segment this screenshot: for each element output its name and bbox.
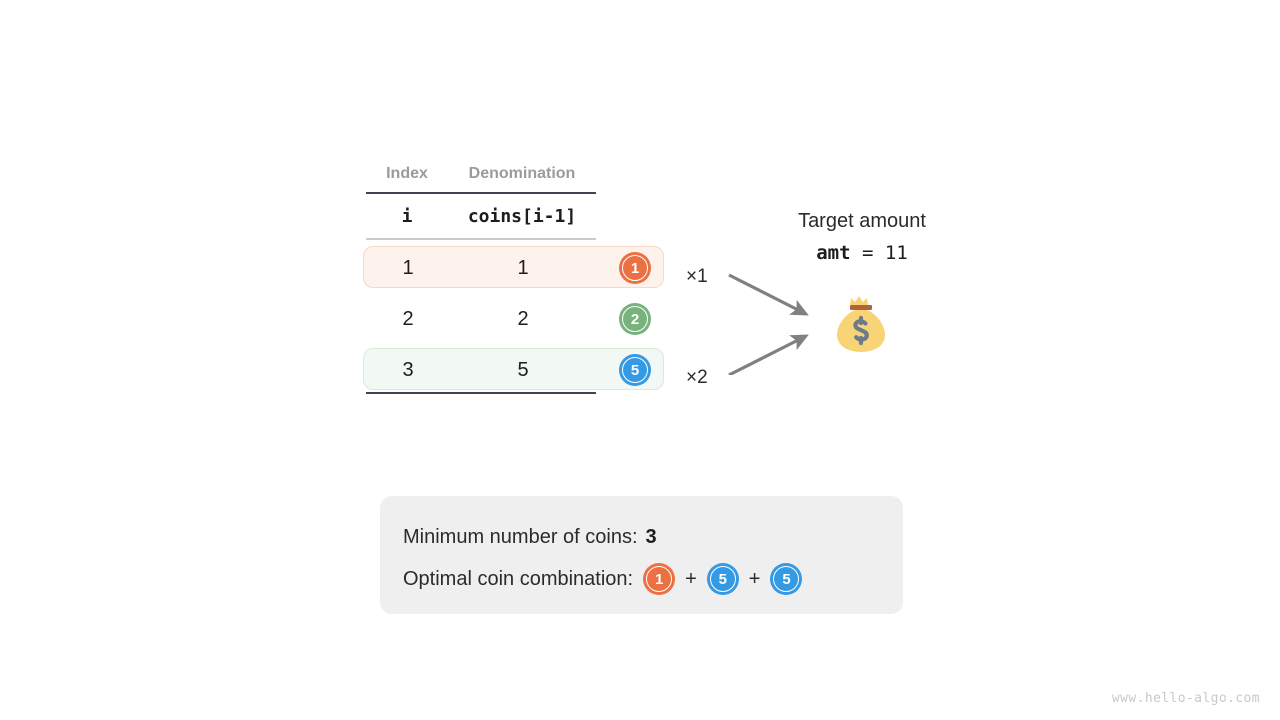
coin-denomination-table: Index Denomination i coins[i-1] 1 1 1 2 …	[363, 160, 664, 396]
target-equals-sign: =	[861, 242, 874, 264]
arrow-top	[728, 273, 809, 316]
table-row[interactable]: 2 2 2	[363, 297, 664, 339]
column-header-denomination: Denomination	[468, 165, 576, 182]
target-amount-expression: amt = 11	[762, 236, 962, 271]
watermark: www.hello-algo.com	[1111, 691, 1260, 706]
coin-value: 1	[654, 570, 664, 588]
cell-denomination: 5	[517, 359, 529, 381]
coin-value: 5	[782, 570, 791, 588]
target-amount-block: Target amount amt = 11	[762, 206, 962, 271]
coin-value: 5	[630, 361, 640, 379]
subheader-divider	[366, 238, 596, 240]
target-space-2	[873, 242, 884, 264]
cell-index: 2	[402, 308, 414, 330]
coin-combination-list: 1 + 5 + 5	[643, 563, 803, 595]
table-body: 1 1 1 2 2 2 3 5 5	[363, 240, 664, 396]
money-bag-svg	[837, 296, 885, 352]
optimal-combination-line: Optimal coin combination: 1 + 5 + 5	[403, 558, 903, 600]
table-subheader-row: i coins[i-1]	[366, 194, 596, 238]
coin-icon: 2	[619, 303, 651, 335]
cell-denomination: 2	[517, 308, 529, 330]
coin-icon: 1	[643, 563, 676, 595]
coin-icon: 5	[619, 354, 651, 386]
arrows-svg	[728, 273, 809, 377]
table-header-row: Index Denomination	[366, 160, 596, 188]
plus-sign: +	[748, 567, 761, 590]
money-bag-icon	[829, 292, 893, 356]
target-equals	[851, 242, 862, 264]
min-coins-label: Minimum number of coins:	[403, 525, 638, 548]
optimal-combination-label: Optimal coin combination:	[403, 567, 634, 590]
coin-icon: 5	[706, 563, 739, 595]
multiplier-row-1: ×1	[686, 266, 708, 287]
cell-index: 3	[402, 359, 414, 381]
plus-sign: +	[685, 567, 697, 590]
table-row[interactable]: 3 5 5	[363, 348, 664, 390]
table-row[interactable]: 1 1 1	[363, 246, 664, 288]
cell-index: 1	[402, 257, 414, 279]
target-value: 11	[884, 242, 908, 264]
coin-value: 5	[718, 570, 727, 588]
coin-value: 2	[630, 310, 640, 328]
min-coins-line: Minimum number of coins: 3	[403, 516, 903, 558]
flow-arrows	[720, 265, 830, 380]
subheader-coins-array: coins[i-1]	[467, 205, 577, 227]
coin-value: 1	[630, 259, 640, 277]
coin-icon: 1	[619, 252, 651, 284]
target-var-name: amt	[816, 242, 851, 264]
column-header-index: Index	[386, 165, 428, 182]
arrow-bottom	[728, 334, 809, 377]
min-coins-value: 3	[645, 525, 657, 548]
coin-icon: 5	[770, 563, 803, 595]
header-divider-top	[366, 192, 596, 194]
subheader-variable-i: i	[401, 205, 413, 227]
cell-denomination: 1	[517, 257, 529, 279]
table-divider-bottom	[366, 392, 596, 394]
result-summary-box: Minimum number of coins: 3 Optimal coin …	[380, 496, 903, 614]
multiplier-row-3: ×2	[686, 367, 708, 388]
target-amount-label: Target amount	[798, 210, 926, 232]
